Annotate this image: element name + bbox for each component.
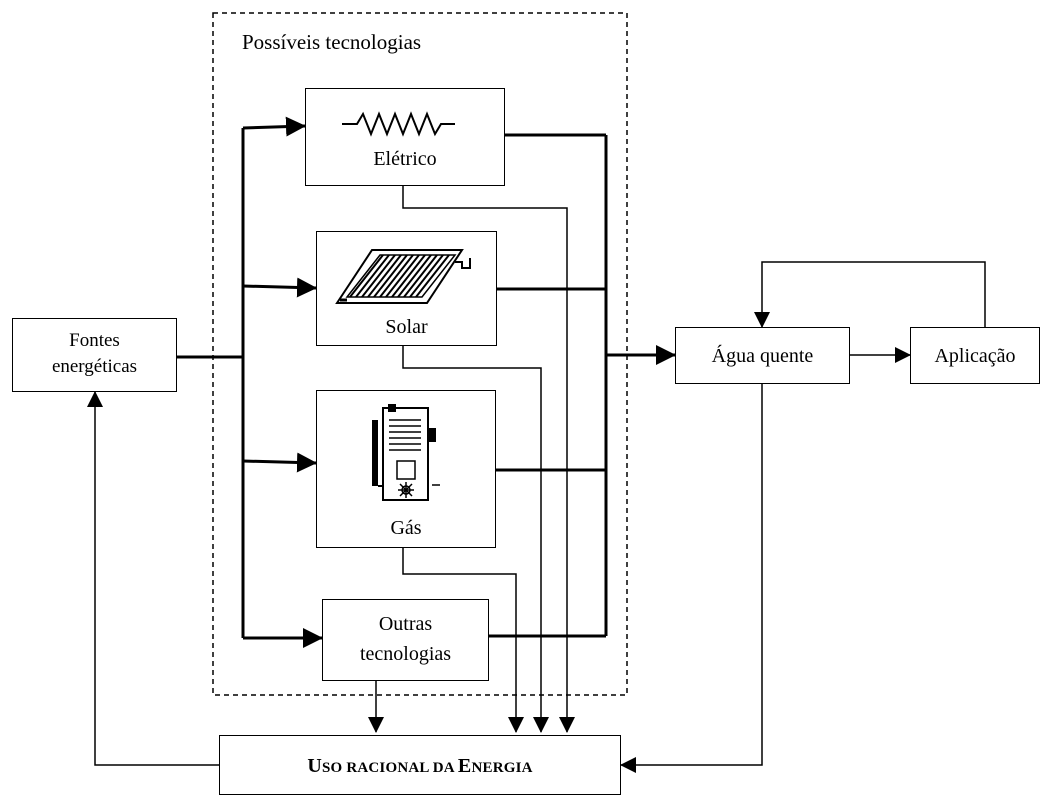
other-technologies-box: Outras tecnologias: [322, 599, 489, 681]
solar-box: Solar: [316, 231, 497, 346]
application-label: Aplicação: [934, 345, 1016, 367]
rational-first-letter: U: [307, 755, 322, 777]
rational-rest-1: SO RACIONAL DA: [321, 760, 458, 776]
rational-rest-2: NERGIA: [471, 760, 533, 776]
electric-label: Elétrico: [373, 148, 437, 170]
branch-solar: [242, 277, 317, 298]
hot-water-box: Água quente: [675, 327, 850, 384]
solar-label: Solar: [385, 316, 428, 338]
gas-label: Gás: [390, 517, 422, 539]
energy-sources-line2: energéticas: [51, 356, 138, 377]
hot-water-label: Água quente: [711, 345, 814, 367]
solar-to-rational: [402, 346, 549, 733]
group-title: Possíveis tecnologias: [242, 30, 422, 54]
electric-to-rational: [402, 186, 575, 733]
branch-electric: [242, 116, 306, 137]
solar-collector-icon: [335, 249, 471, 304]
technology-group-border: [212, 12, 628, 696]
energy-sources-box: Fontes energéticas: [12, 318, 177, 392]
gas-to-rational: [402, 548, 524, 733]
rational-first-letter-2: E: [457, 755, 472, 777]
rational-to-sources: [87, 391, 219, 766]
application-feedback: [754, 261, 986, 328]
hot-water-to-rational: [620, 384, 763, 773]
rational-energy-use-label: USO RACIONAL DA ENERGIA: [220, 754, 620, 780]
energy-sources-line1: Fontes: [69, 330, 120, 351]
branch-gas: [242, 452, 317, 473]
gas-heater-icon: [372, 404, 440, 501]
electric-box: Elétrico: [305, 88, 505, 186]
gas-box: Gás: [316, 390, 496, 548]
other-technologies-line2: tecnologias: [359, 643, 452, 665]
rational-energy-use-box: USO RACIONAL DA ENERGIA: [219, 735, 621, 795]
other-technologies-line1: Outras: [378, 613, 433, 635]
resistor-icon: [342, 111, 455, 137]
application-box: Aplicação: [910, 327, 1040, 384]
